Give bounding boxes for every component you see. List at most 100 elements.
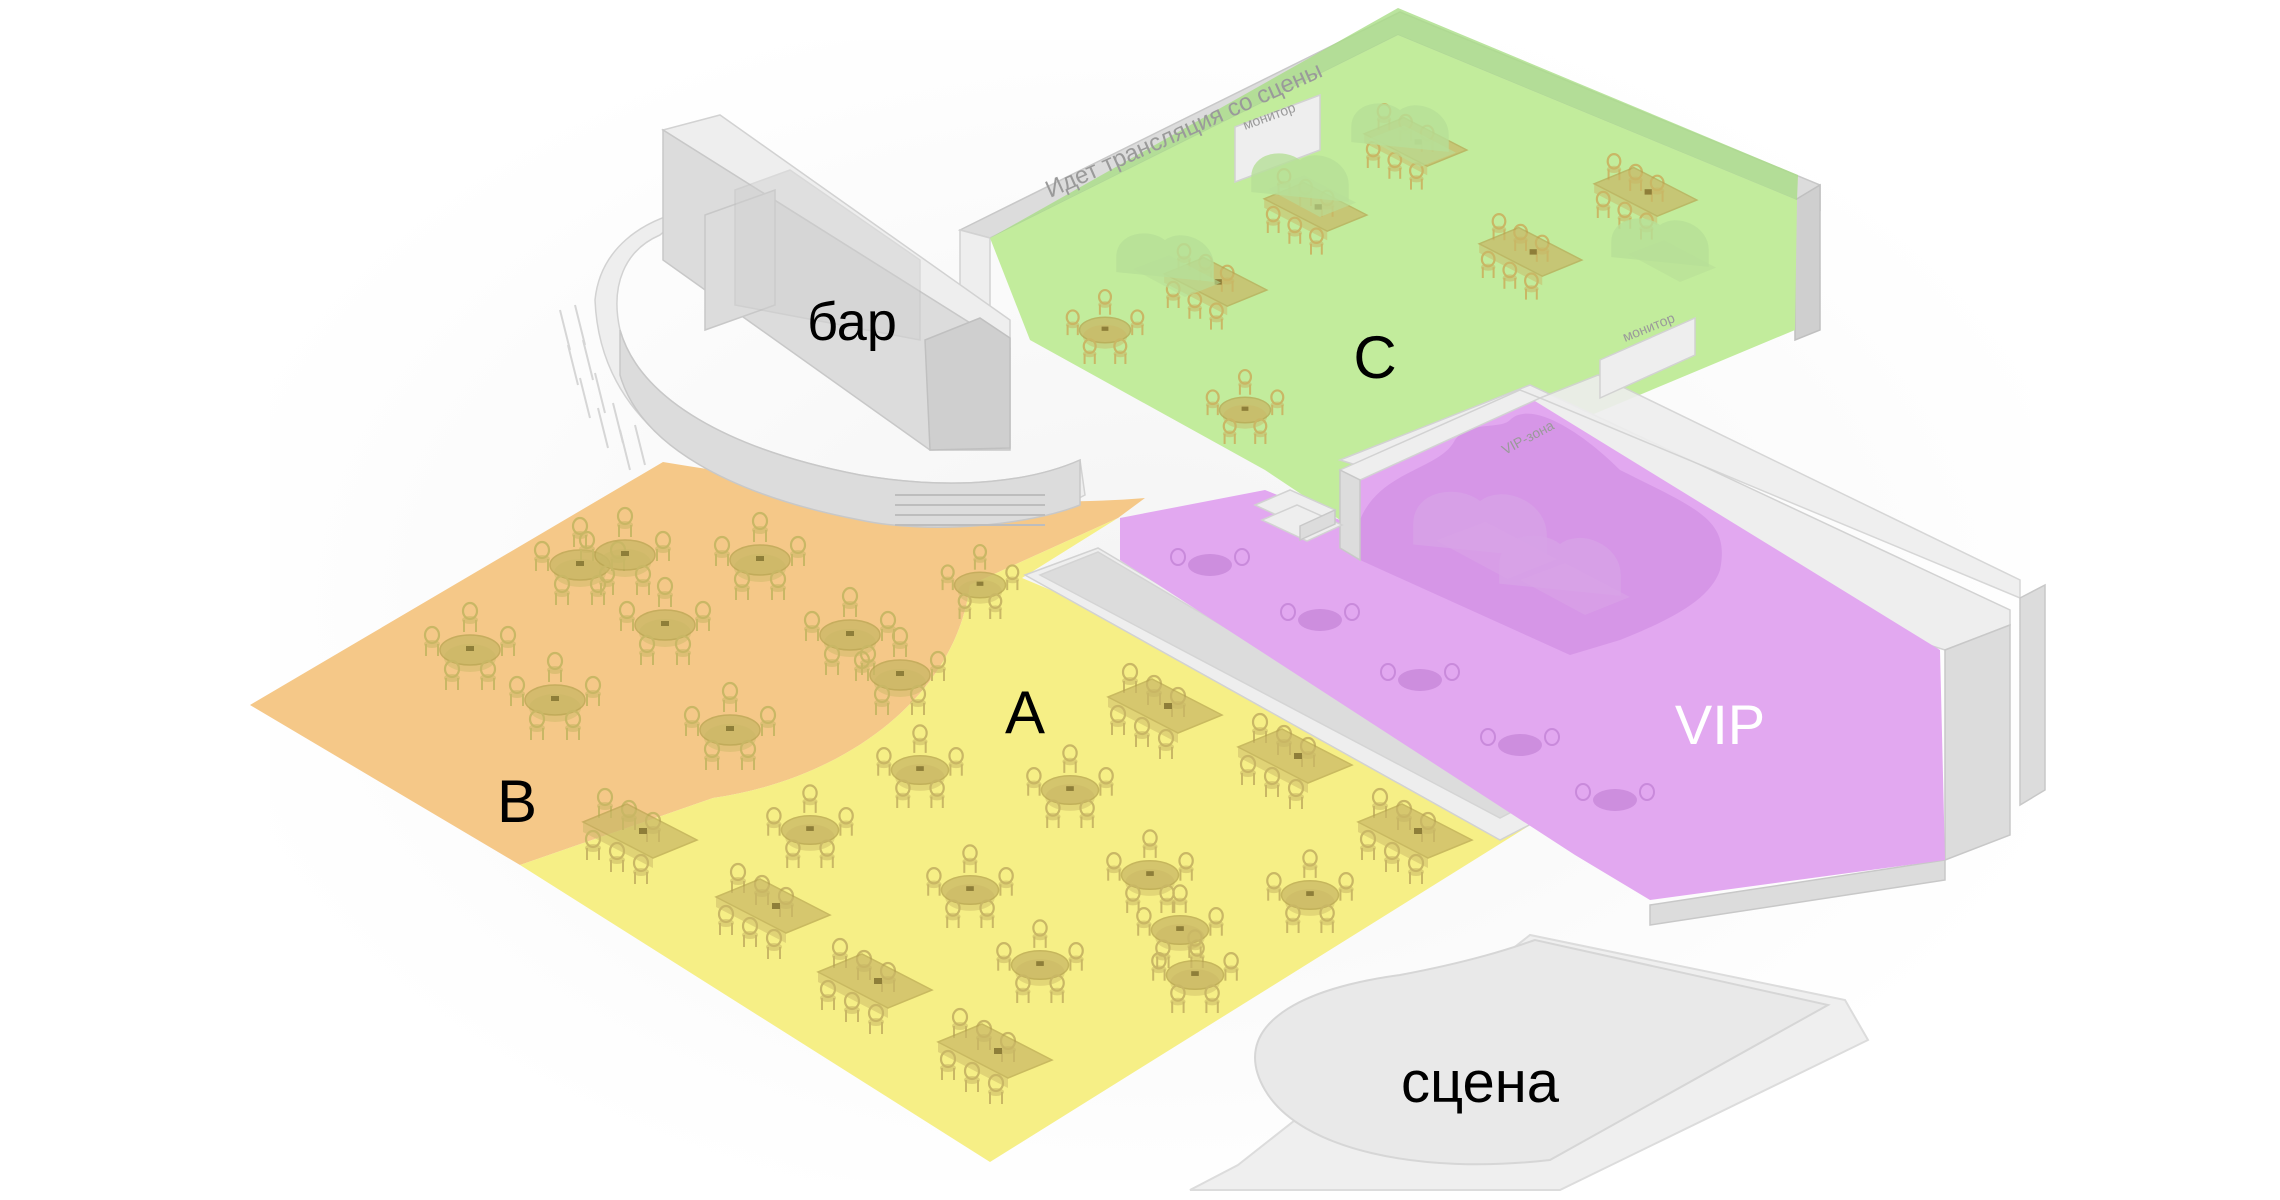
vip-table[interactable] — [1575, 783, 1655, 811]
chair — [1387, 151, 1403, 179]
rect-table[interactable] — [714, 862, 832, 959]
chair — [713, 535, 731, 566]
steps-c-to-vip[interactable] — [1253, 489, 1344, 542]
chair — [656, 576, 674, 607]
chair — [912, 724, 928, 753]
zone-a-furniture — [581, 662, 1474, 1104]
chair — [789, 535, 807, 566]
vip-table[interactable] — [1170, 548, 1250, 576]
vip-table[interactable] — [1280, 603, 1360, 631]
chair — [1265, 205, 1281, 233]
chair — [765, 928, 783, 959]
chair — [1285, 904, 1301, 933]
chair — [546, 651, 564, 682]
chair — [895, 779, 911, 808]
a-vip-divider — [1023, 547, 1536, 841]
round-table[interactable] — [1266, 849, 1354, 933]
chair — [654, 530, 672, 561]
chair — [1266, 872, 1282, 901]
rect-table[interactable] — [581, 787, 699, 884]
rect-table[interactable] — [1236, 712, 1354, 809]
rect-table[interactable] — [1356, 787, 1474, 884]
bar-area[interactable]: бар — [594, 114, 1086, 528]
round-table[interactable] — [1106, 829, 1194, 913]
rect-table[interactable] — [816, 937, 934, 1034]
chair — [841, 586, 859, 617]
chair — [1263, 766, 1281, 797]
chair — [564, 709, 582, 740]
stage-area[interactable]: сцена — [1189, 933, 1870, 1191]
round-table[interactable] — [683, 681, 777, 770]
chair — [1223, 952, 1239, 981]
zone-a[interactable] — [520, 518, 1535, 1162]
chair — [1062, 744, 1078, 773]
round-table[interactable] — [876, 724, 964, 808]
chair — [1130, 309, 1145, 336]
zone-b[interactable] — [250, 462, 1145, 865]
chair — [674, 634, 692, 665]
chair — [1142, 829, 1158, 858]
sofa-booth[interactable] — [1351, 103, 1456, 167]
chair — [479, 659, 497, 690]
chair — [1113, 338, 1128, 364]
zone-b-label: B — [497, 768, 537, 835]
round-table[interactable] — [713, 511, 807, 600]
chair — [1359, 829, 1377, 860]
chair — [1045, 799, 1061, 828]
round-table[interactable] — [1151, 929, 1239, 1013]
round-table[interactable] — [1026, 744, 1114, 828]
round-table[interactable] — [940, 543, 1020, 619]
chair — [1383, 841, 1401, 872]
round-table[interactable] — [618, 576, 712, 665]
chair — [867, 1003, 885, 1034]
rect-table[interactable] — [1477, 213, 1584, 300]
chair — [1079, 799, 1095, 828]
rect-table[interactable] — [1106, 662, 1224, 759]
vip-table[interactable] — [1480, 728, 1560, 756]
chair — [823, 644, 841, 675]
sofa-booth[interactable] — [1611, 218, 1716, 282]
chair — [683, 705, 701, 736]
c-vip-separator — [1338, 374, 2046, 807]
round-table[interactable] — [423, 601, 517, 690]
rect-table[interactable] — [1592, 153, 1699, 240]
round-table[interactable] — [508, 651, 602, 740]
chair — [584, 675, 602, 706]
chair — [996, 942, 1012, 971]
chair — [751, 511, 769, 542]
chair — [632, 853, 650, 884]
round-table[interactable] — [766, 784, 854, 868]
chair — [703, 739, 721, 770]
bar-label: бар — [807, 292, 897, 352]
chair — [988, 593, 1003, 619]
round-table[interactable] — [853, 626, 947, 715]
chair — [528, 709, 546, 740]
zone-c-label: C — [1353, 324, 1396, 391]
chair — [616, 506, 634, 537]
rect-table[interactable] — [936, 1007, 1054, 1104]
bar-stools — [559, 304, 646, 471]
chair — [1065, 309, 1080, 336]
round-table[interactable] — [578, 506, 672, 595]
chair — [972, 543, 988, 570]
chair — [1032, 919, 1048, 948]
sofa-booth[interactable] — [1499, 535, 1630, 615]
chair — [1208, 302, 1224, 330]
chair — [766, 807, 782, 836]
chair — [733, 569, 751, 600]
sofa-booth[interactable] — [1116, 233, 1221, 297]
zone-c-backwall — [990, 8, 1798, 238]
round-table[interactable] — [1065, 288, 1145, 364]
chair — [819, 979, 837, 1010]
round-table[interactable] — [926, 844, 1014, 928]
chair — [533, 540, 551, 571]
round-table[interactable] — [996, 919, 1084, 1003]
chair — [891, 626, 909, 657]
vip-table[interactable] — [1380, 663, 1460, 691]
chair — [957, 593, 972, 619]
sofa-booth[interactable] — [1251, 153, 1356, 217]
chair — [929, 779, 945, 808]
round-table[interactable] — [1205, 368, 1285, 444]
chair — [634, 564, 652, 595]
